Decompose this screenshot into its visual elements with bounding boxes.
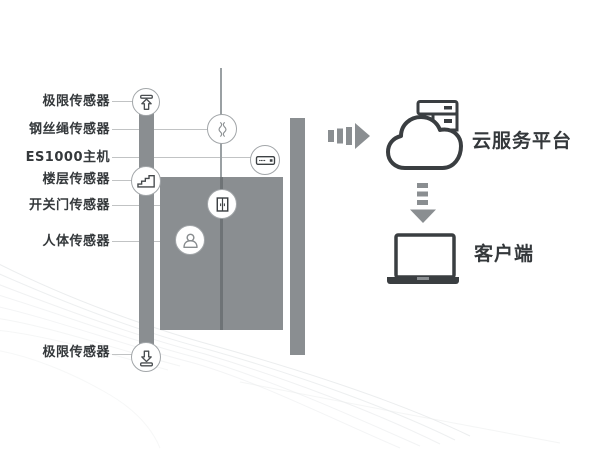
cloud-server-icon [386, 100, 463, 170]
guide-rail-right [290, 118, 305, 355]
limit-sensor-bottom-node [131, 342, 161, 372]
wire-rope-icon [217, 121, 227, 137]
stairs-icon [136, 174, 155, 188]
car-door-seam [220, 177, 223, 330]
client-label: 客户端 [474, 243, 535, 265]
connector-line [112, 354, 133, 355]
cloud-platform-label: 云服务平台 [472, 130, 573, 152]
floor-sensor-node [131, 166, 161, 196]
sensor-label-door: 开关门传感器 [28, 198, 110, 213]
sensor-label-limit-top: 极限传感器 [42, 94, 110, 109]
connector-line [112, 180, 133, 181]
arrow-down-to-bar-icon [139, 350, 153, 366]
sensor-label-limit-bottom: 极限传感器 [42, 345, 110, 360]
sensor-label-wire-rope: 钢丝绳传感器 [28, 122, 110, 137]
es1000-host-node [250, 145, 280, 175]
controller-box-icon [255, 155, 275, 165]
sensor-label-floor: 楼层传感器 [42, 172, 110, 187]
person-icon [182, 233, 198, 248]
laptop-icon [387, 233, 459, 284]
dashed-arrow-right-icon [328, 123, 370, 149]
connector-line [112, 157, 252, 158]
limit-sensor-top-node [132, 88, 160, 116]
sensor-label-human: 人体传感器 [42, 234, 110, 249]
connector-line [112, 101, 133, 102]
wire-rope-sensor-node [207, 114, 237, 144]
guide-rail-left [139, 101, 154, 357]
connector-line [112, 129, 209, 130]
double-door-icon [216, 196, 228, 212]
door-sensor-node [207, 189, 237, 219]
arrow-up-to-bar-icon [139, 94, 153, 110]
sensor-label-es1000-host: ES1000主机 [25, 150, 110, 165]
dashed-arrow-down-icon [410, 183, 436, 223]
human-sensor-node [175, 225, 205, 255]
